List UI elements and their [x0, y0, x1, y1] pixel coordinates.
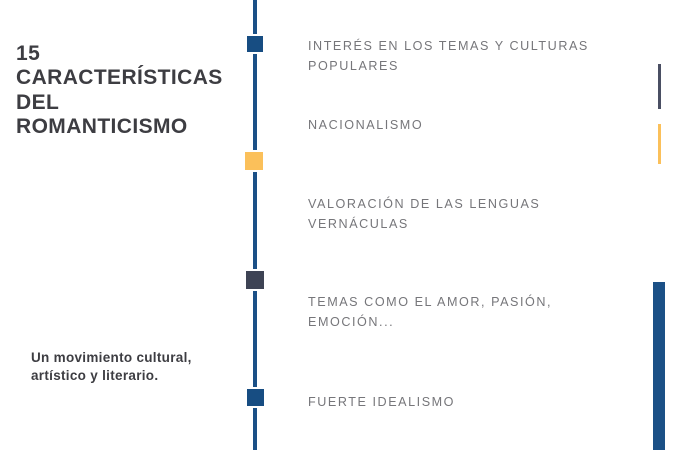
list-item: VALORACIÓN DE LAS LENGUAS VERNÁCULAS: [308, 197, 541, 232]
timeline-marker-4: [245, 387, 266, 408]
characteristics-list: INTERÉS EN LOS TEMAS Y CULTURAS POPULARE…: [308, 0, 638, 450]
timeline-marker-2: [243, 150, 265, 172]
edge-bar-slate: [658, 64, 661, 109]
list-item: FUERTE IDEALISMO: [308, 395, 456, 409]
timeline-marker-1: [245, 34, 265, 54]
list-item: NACIONALISMO: [308, 118, 424, 132]
page-subtitle: Un movimiento cultural, artístico y lite…: [31, 350, 192, 383]
edge-bar-yellow: [658, 124, 661, 164]
list-item: INTERÉS EN LOS TEMAS Y CULTURAS POPULARE…: [308, 39, 589, 74]
list-item: TEMAS COMO EL AMOR, PASIÓN, EMOCIÓN...: [308, 295, 553, 330]
timeline-marker-3: [244, 269, 266, 291]
page-title: 15 CARACTERÍSTICAS DEL ROMANTICISMO: [16, 42, 223, 139]
edge-bar-blue: [653, 282, 665, 450]
timeline-axis: [253, 0, 257, 450]
left-column: 15 CARACTERÍSTICAS DEL ROMANTICISMO Un m…: [0, 0, 236, 450]
